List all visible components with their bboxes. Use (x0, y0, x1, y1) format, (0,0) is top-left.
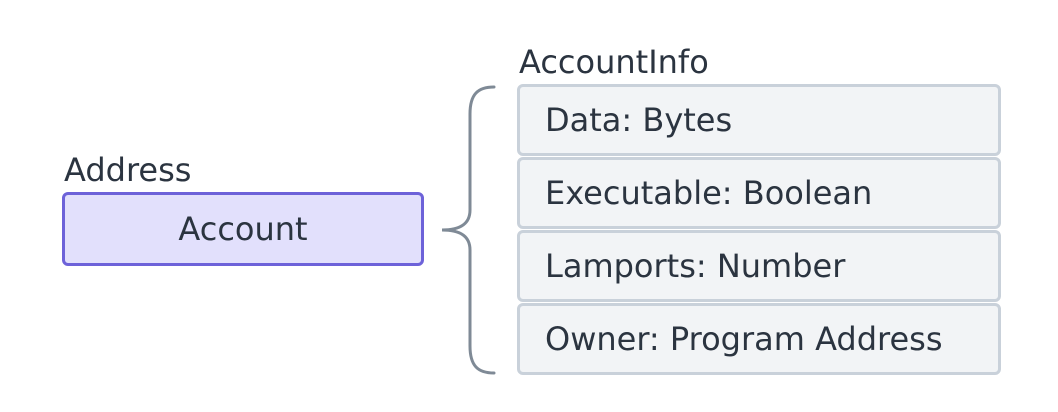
field-owner-label: Owner: Program Address (545, 320, 943, 358)
address-label: Address (64, 151, 192, 189)
curly-brace-connector (441, 85, 496, 375)
account-node-label: Account (178, 210, 308, 248)
field-executable: Executable: Boolean (517, 157, 1001, 229)
field-data: Data: Bytes (517, 84, 1001, 156)
accountinfo-fields: Data: Bytes Executable: Boolean Lamports… (517, 84, 1001, 376)
field-data-label: Data: Bytes (545, 101, 733, 139)
account-node: Account (62, 192, 424, 266)
field-lamports-label: Lamports: Number (545, 247, 846, 285)
field-owner: Owner: Program Address (517, 303, 1001, 375)
field-lamports: Lamports: Number (517, 230, 1001, 302)
accountinfo-label: AccountInfo (519, 43, 709, 81)
field-executable-label: Executable: Boolean (545, 174, 873, 212)
